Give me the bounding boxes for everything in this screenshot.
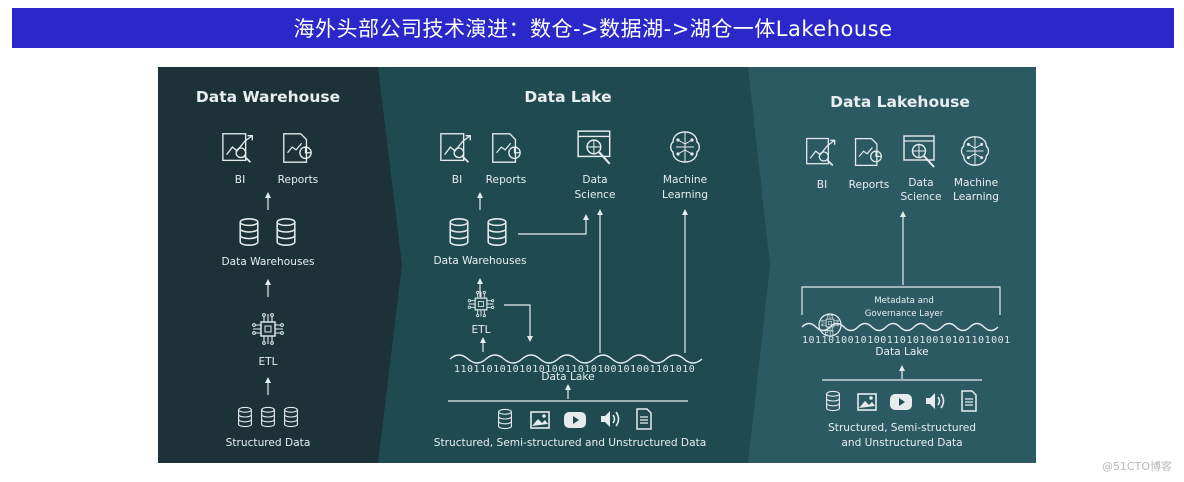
lake-etl-label: ETL [471,324,490,336]
video-icon [564,412,586,428]
warehouse-structured-label: Structured Data [226,437,311,449]
lakehouse-bits: 10110100101001101010010101101001 [802,335,1011,346]
arrow-to-data-science [518,214,589,235]
lake-sources-label: Structured, Semi-structured and Unstruct… [434,437,706,449]
warehouse-panel-bg [158,67,402,463]
lakehouse-ml-label-1: Machine [954,177,998,189]
lakehouse-sources-label-1: Structured, Semi-structured [828,422,976,434]
watermark: @51CTO博客 [1101,460,1172,473]
page-title-banner: 海外头部公司技术演进：数仓->数据湖->湖仓一体Lakehouse [12,8,1174,48]
lake-ds-label-2: Science [574,189,615,201]
lake-data-lake-label: Data Lake [541,371,594,383]
metadata-label-2: Governance Layer [865,309,944,319]
architecture-diagram: Data Warehouse BI Reports Data Warehouse… [158,67,1036,463]
warehouse-etl-label: ETL [258,356,277,368]
warehouse-bi-label: BI [235,174,245,186]
lake-ml-label-1: Machine [663,174,707,186]
lakehouse-etl-label: ETL [825,330,836,337]
metadata-label-1: Metadata and [874,296,934,306]
lakehouse-ml-label-2: Learning [953,191,999,203]
etl-circle-icon [818,313,842,337]
lake-water-line [449,354,703,364]
warehouse-title: Data Warehouse [196,88,340,106]
lakehouse-title: Data Lakehouse [830,93,970,111]
lake-ds-label-1: Data [582,174,607,186]
warehouse-dw-label: Data Warehouses [221,256,314,268]
lakehouse-ds-label-2: Science [900,191,941,203]
lakehouse-reports-label: Reports [849,179,890,191]
lakehouse-bi-label: BI [817,179,827,191]
lakehouse-ds-label-1: Data [908,177,933,189]
warehouse-reports-label: Reports [278,174,319,186]
lakehouse-sources-label-2: and Unstructured Data [841,437,962,449]
page-title: 海外头部公司技术演进：数仓->数据湖->湖仓一体Lakehouse [293,17,893,41]
lakehouse-data-lake-label: Data Lake [875,346,928,358]
lake-title: Data Lake [524,88,611,106]
lake-ml-label-2: Learning [662,189,708,201]
metadata-layer-box [801,286,1001,315]
lake-dw-label: Data Warehouses [433,255,526,267]
lake-bits: 1101101010101010011010100101001101010 [454,364,695,375]
arrow-to-etl-down [504,304,533,342]
lake-bi-label: BI [452,174,462,186]
video-icon [890,394,912,410]
lake-reports-label: Reports [486,174,527,186]
